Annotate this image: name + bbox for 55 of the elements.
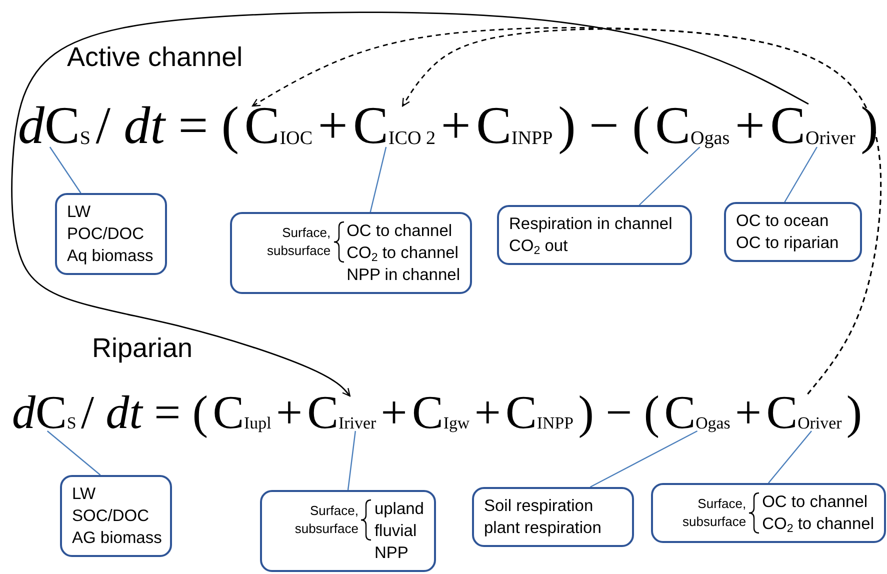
annotation-text: Surface, subsurface [266,224,331,260]
equation-symbol: + [440,100,471,153]
annotation-text: Surface, subsurface [682,495,746,531]
annotation-text: Soil respiration [484,496,594,517]
annotation-text: NPP in channel [346,265,460,286]
equation-symbol: ) [846,390,862,437]
annotation-text: LW [67,202,91,223]
annotation-text: CO$_{2}$ to channel [346,243,458,264]
equation-symbol: + [735,390,762,437]
curved-arrow [402,28,882,394]
annotation-text: Surface, subsurface [294,502,358,538]
equation-symbol: + [380,390,408,437]
annotation-text: fluvial [374,521,417,542]
annotation-box [651,483,886,543]
leader-line [370,146,387,212]
leader-line [49,146,82,194]
annotation-box [472,487,634,547]
annotation-box [60,475,172,557]
annotation-box [497,205,692,265]
leader-line [638,146,700,206]
annotation-text: NPP [374,543,408,564]
section-heading: Active channel [67,42,243,73]
annotation-text: upland [374,499,424,520]
annotation-text: CO$_{2}$ out [509,236,568,257]
annotation-text: OC to ocean [736,211,829,232]
annotation-text: plant respiration [484,518,602,539]
annotation-box [230,212,472,294]
annotation-text: OC to channel [762,492,868,513]
equation-symbol: ) − ( [578,390,660,437]
annotation-text: POC/DOC [67,224,144,245]
annotation-text: OC to channel [346,221,452,242]
annotation-text: Aq biomass [67,246,154,267]
annotation-text: Respiration in channel [509,214,672,235]
equation-symbol: + [318,100,348,153]
annotation-box [55,193,167,275]
annotation-text: AG biomass [72,528,162,549]
equation-symbol: + [276,390,302,437]
annotation-text: LW [72,484,96,505]
leader-line [590,430,698,488]
annotation-text: SOC/DOC [72,506,150,527]
annotation-text: OC to riparian [736,233,839,254]
leader-line [347,430,356,490]
equation-symbol: / dt = ( [80,390,208,437]
annotation-box [260,490,436,572]
equation-symbol: + [474,390,501,437]
equation-symbol: / dt = ( [96,100,240,153]
leader-line [46,430,101,476]
curved-arrow [11,12,809,397]
section-heading: Riparian [92,333,193,364]
equation-symbol: ) − ( [558,100,650,153]
equation-symbol: + [734,100,765,153]
leader-line [768,430,812,484]
leader-line [784,146,818,202]
annotation-box [724,202,862,262]
annotation-text: CO$_{2}$ to channel [762,514,874,535]
